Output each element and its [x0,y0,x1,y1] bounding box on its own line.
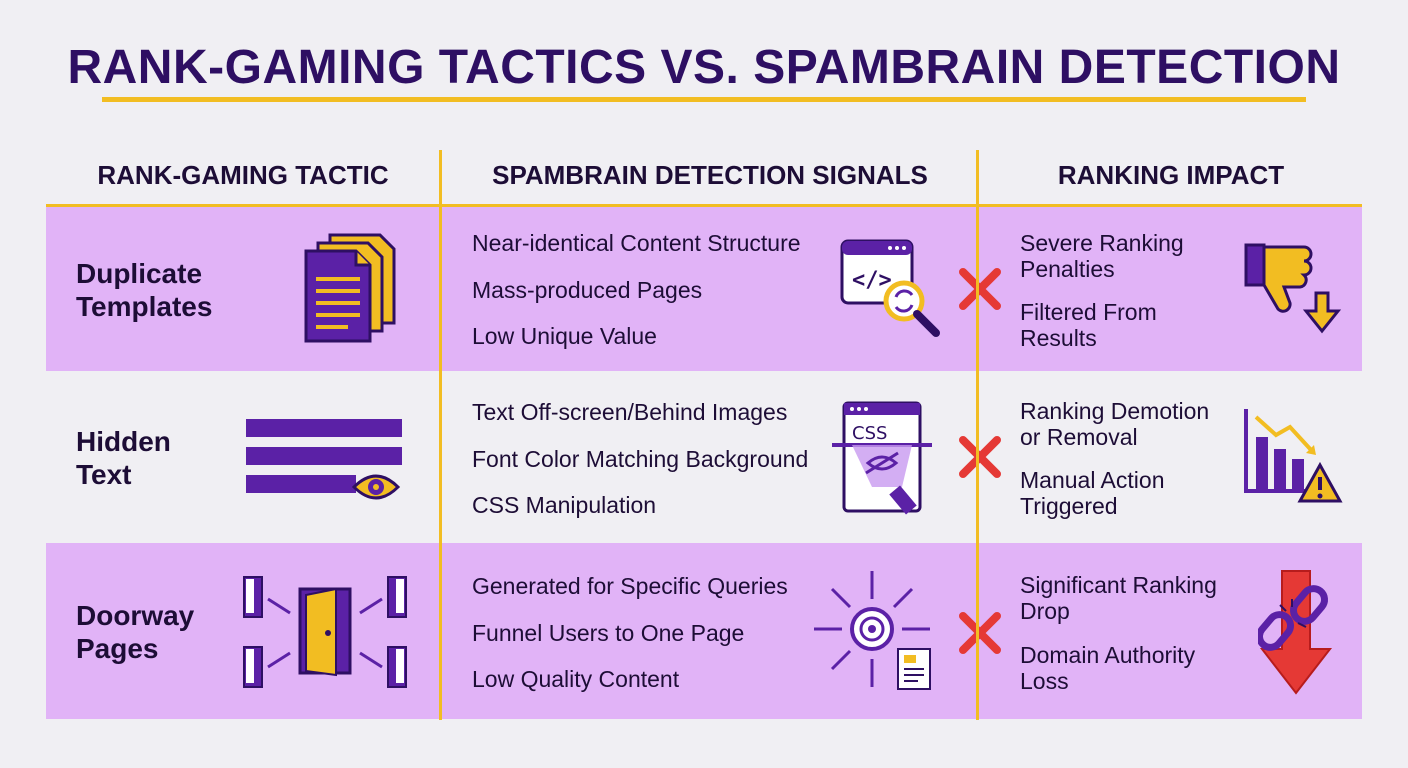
declining-chart-warning-icon [1244,409,1343,503]
tactic-label: Hidden Text [76,425,236,491]
impact-item: Manual Action Triggered [1020,467,1165,519]
impact-item: Significant Ranking Drop [1020,572,1217,624]
header-tactic: RANK-GAMING TACTIC [97,160,389,190]
css-window-flashlight-icon: CSS [832,401,932,515]
header-signals: SPAMBRAIN DETECTION SIGNALS [492,160,928,190]
tactic-line: Templates [76,291,213,322]
header-underline [46,204,1362,207]
x-mark-icon [959,612,1001,654]
tactic-line: Duplicate [76,258,203,289]
table-row: Hidden Text Text Off-screen/Behind Image… [46,371,1362,543]
column-divider [976,150,979,720]
css-label: CSS [852,423,887,444]
impact-item: Filtered From Results [1020,299,1157,351]
code-window-magnifier-icon: </> [840,239,940,337]
tactic-line: Hidden [76,426,171,457]
title-underline [102,97,1306,102]
table-row: Duplicate Templates Near-identical Conte… [46,207,1362,371]
tactic-line: Pages [76,633,159,664]
impact-item: Domain Authority Loss [1020,642,1196,694]
signal-item: Near-identical Content Structure [472,230,801,256]
signal-item: CSS Manipulation [472,492,657,518]
svg-text:</>: </> [852,268,892,293]
x-mark-icon [959,436,1001,478]
signal-item: Funnel Users to One Page [472,620,745,646]
impact-item: Ranking Demotion or Removal [1020,398,1210,450]
tactic-label: Duplicate Templates [76,257,236,323]
header-impact: RANKING IMPACT [1057,160,1285,190]
signal-item: Low Quality Content [472,666,680,692]
tactic-label: Doorway Pages [76,599,236,665]
table-row: Doorway Pages Generated for Specific Que… [46,543,1362,719]
signal-item: Font Color Matching Background [472,446,809,472]
impact-item: Severe Ranking Penalties [1020,230,1184,282]
tactic-line: Doorway [76,600,195,631]
x-mark-icon [959,268,1001,310]
column-divider [439,150,442,720]
target-converging-arrows-icon [814,571,931,690]
thumbs-down-arrow-icon [1244,243,1342,334]
signal-item: Mass-produced Pages [472,277,703,303]
page-title: RANK-GAMING TACTICS VS. SPAMBRAIN DETECT… [67,41,1341,94]
tactic-line: Text [76,459,132,490]
broken-link-down-arrow-icon [1258,570,1333,695]
doorways-funnel-icon [243,576,407,688]
duplicate-documents-icon [304,233,396,343]
signal-item: Low Unique Value [472,323,657,349]
signal-item: Generated for Specific Queries [472,573,788,599]
signal-item: Text Off-screen/Behind Images [472,399,788,425]
hidden-text-eye-icon [246,419,402,500]
